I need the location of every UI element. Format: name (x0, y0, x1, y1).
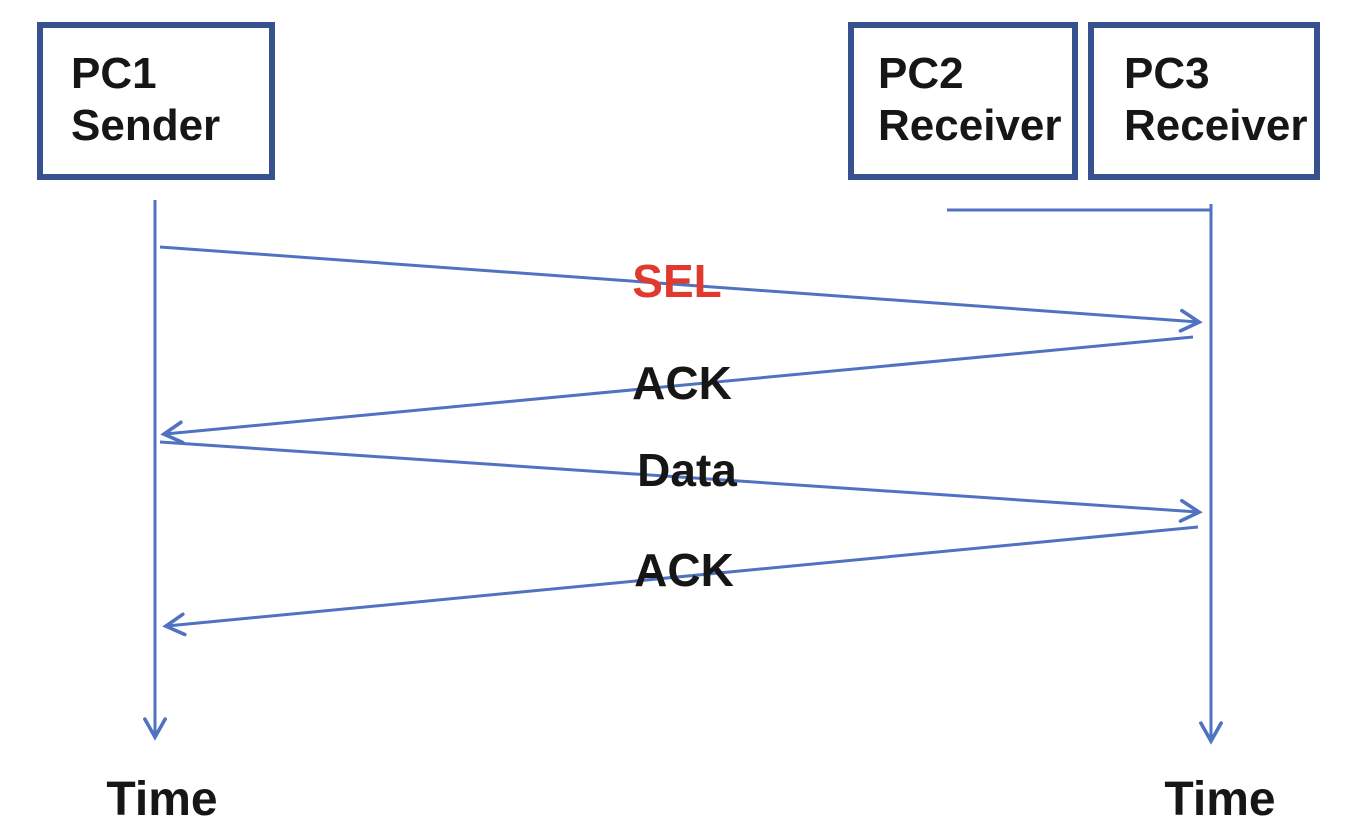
node-subtitle: Receiver (1124, 101, 1308, 150)
node-subtitle: Sender (71, 101, 221, 150)
node-box-pc2-receiver: PC2 Receiver (848, 22, 1078, 180)
node-title: PC1 (71, 49, 157, 98)
node-subtitle: Receiver (878, 101, 1062, 150)
message-label-ack1: ACK (632, 357, 732, 409)
node-title: PC3 (1124, 49, 1210, 98)
node-box-pc1-sender: PC1 Sender (37, 22, 275, 180)
message-line-data (159, 440, 1203, 523)
message-label-data: Data (637, 444, 737, 496)
message-label-ack2: ACK (634, 544, 734, 596)
time-axis-label-left: Time (106, 773, 218, 826)
message-line-sel (159, 245, 1203, 333)
message-line-ack2 (162, 525, 1199, 637)
message-label-sel: SEL (632, 255, 722, 307)
node-box-pc3-receiver: PC3 Receiver (1088, 22, 1320, 180)
time-axis-label-right: Time (1164, 773, 1276, 826)
message-line-ack1 (160, 335, 1194, 445)
node-title: PC2 (878, 49, 964, 98)
